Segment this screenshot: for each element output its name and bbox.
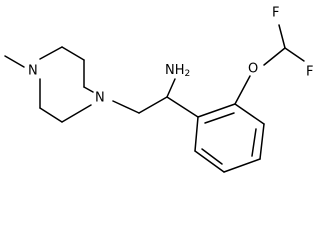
bond-ch2-ch bbox=[138, 96, 168, 114]
atom-f-top: F bbox=[272, 6, 279, 21]
atom-f-right: F bbox=[306, 65, 313, 80]
bond-benz-3 bbox=[259, 123, 265, 160]
bond-benz-2 bbox=[234, 103, 265, 125]
atom-labels: F F O NH2 N N bbox=[28, 6, 313, 106]
bond-methyl-n bbox=[4, 55, 25, 68]
bond-pip-2 bbox=[61, 46, 85, 61]
bond-pip-6 bbox=[39, 107, 63, 123]
bond-benz-5 bbox=[194, 150, 225, 173]
bond-benz-4 bbox=[223, 158, 261, 173]
bond-chf2-fright bbox=[284, 47, 305, 62]
bond-ch-aryl bbox=[166, 96, 199, 118]
atom-nh2-subscript: 2 bbox=[185, 69, 191, 79]
bond-benz-1 bbox=[197, 103, 236, 118]
molecule-diagram: F F O NH2 N N bbox=[4, 6, 313, 173]
atom-n-piperazine-right: N bbox=[95, 91, 105, 106]
bond-benz-6 bbox=[194, 116, 199, 152]
bond-aryl-o bbox=[234, 75, 251, 105]
atom-n-piperazine-left: N bbox=[28, 64, 38, 79]
bond-n-ch2 bbox=[112, 100, 140, 114]
atom-o-ether: O bbox=[248, 62, 258, 77]
bond-pip-4 bbox=[83, 86, 94, 93]
atom-nh2-main: NH bbox=[165, 63, 185, 78]
bond-benz-inner-2 bbox=[251, 128, 257, 157]
bond-benz-inner-1 bbox=[204, 112, 235, 124]
bonds bbox=[4, 24, 305, 173]
bond-pip-1 bbox=[39, 46, 63, 60]
bond-pip-5 bbox=[61, 104, 92, 123]
bond-ch-nh2 bbox=[166, 78, 176, 98]
bond-chf2-ftop bbox=[278, 24, 286, 49]
bond-o-chf2 bbox=[263, 47, 286, 66]
atom-nh2: NH2 bbox=[165, 63, 190, 79]
bond-benz-inner-3 bbox=[201, 148, 223, 165]
